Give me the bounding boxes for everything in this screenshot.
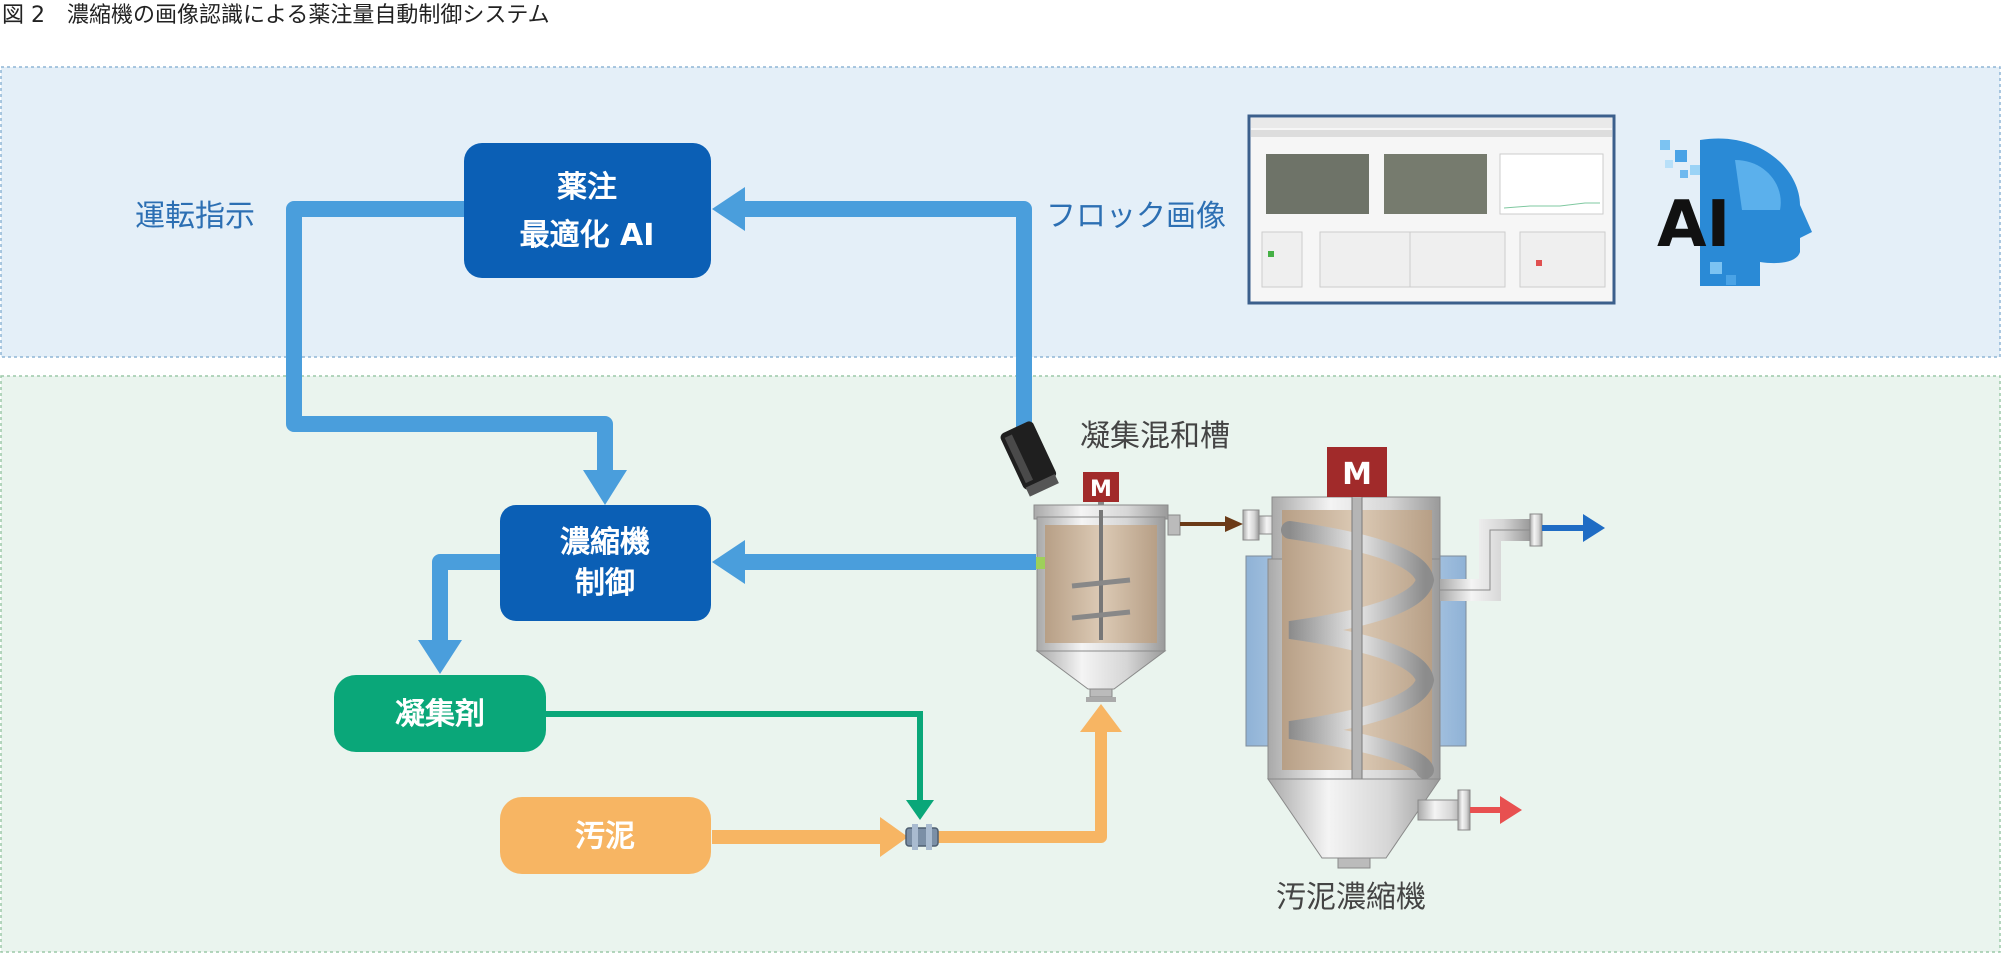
mixing-tank: M [1033, 472, 1243, 702]
sludge-thickener: M [1242, 447, 1605, 869]
instruction-arrow-line [286, 201, 613, 470]
mixing-tank-label: 凝集混和槽 [1080, 419, 1230, 454]
trend-graph [1499, 153, 1604, 215]
sludge-arrow-head [880, 817, 908, 857]
coagulant-box: 凝集剤 [334, 675, 546, 752]
instruction-arrow-head [583, 470, 627, 505]
floc-image-arrow-line [745, 201, 1032, 428]
mixed-flow-line [932, 730, 1107, 843]
control-to-coagulant-line [432, 554, 500, 640]
plant-zone [0, 375, 2001, 953]
floc-image-2 [1384, 154, 1487, 214]
feedback-arrow-head [712, 540, 745, 584]
figure-caption: 図 2 濃縮機の画像認識による薬注量自動制御システム [2, 3, 550, 28]
operation-instruction-label: 運転指示 [135, 199, 255, 234]
floc-image-1 [1266, 154, 1369, 214]
line-mixer [905, 824, 939, 850]
thickener-motor-letter: M [1342, 457, 1372, 492]
coagulant-arrow-head [906, 800, 934, 820]
software-screenshot [1247, 114, 1616, 305]
control-box: 濃縮機 制御 [500, 505, 711, 621]
ai-head-logo: AI [1657, 138, 1812, 286]
coagulant-label: 凝集剤 [395, 697, 485, 732]
control-to-coagulant-head [418, 640, 462, 674]
floc-image-label: フロック画像 [1046, 199, 1226, 234]
thickener-label: 汚泥濃縮機 [1276, 880, 1426, 915]
camera-icon [1000, 421, 1059, 497]
ai-box: 薬注 最適化 AI [464, 143, 711, 278]
sludge-box: 汚泥 [500, 797, 711, 874]
control-box-line1: 濃縮機 [560, 525, 650, 560]
sludge-label: 汚泥 [575, 819, 635, 854]
mixing-tank-motor-letter: M [1090, 477, 1112, 502]
ai-logo-text: AI [1657, 188, 1730, 262]
control-box-line2: 制御 [575, 566, 635, 601]
ai-box-line2: 最適化 AI [520, 218, 655, 253]
ai-box-line1: 薬注 [557, 170, 617, 205]
mixing-tank-motor [1083, 472, 1119, 502]
floc-image-arrow-head [712, 187, 745, 231]
thickener-motor [1327, 447, 1387, 497]
mixed-flow-arrow-head [1080, 704, 1122, 732]
coagulant-line [545, 711, 923, 802]
